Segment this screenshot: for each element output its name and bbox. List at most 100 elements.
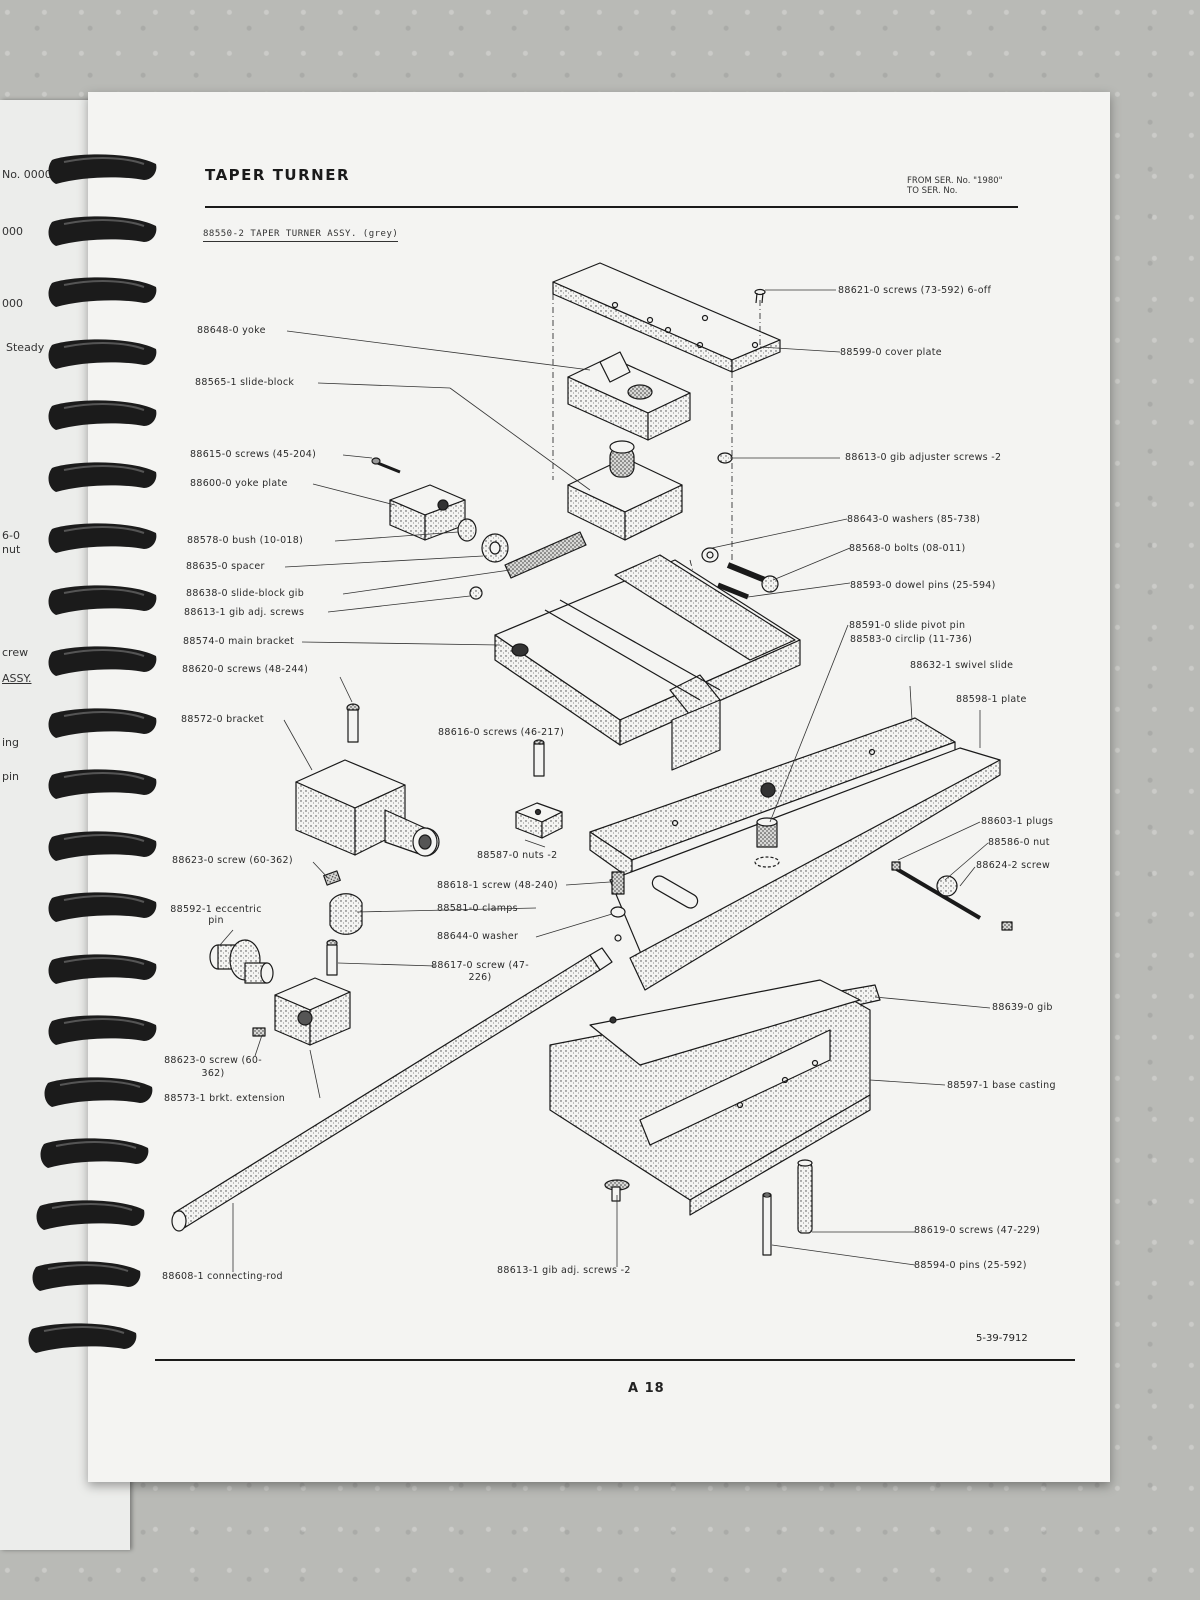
slide-block-drawing bbox=[567, 440, 683, 541]
part-label-base-casting: 88597-1 base casting bbox=[947, 1080, 1056, 1091]
pins-25-592-drawing bbox=[762, 1192, 772, 1256]
part-label-circlip: 88583-0 circlip (11-736) bbox=[850, 634, 973, 645]
part-label-pins-25-592: 88594-0 pins (25-592) bbox=[914, 1260, 1027, 1271]
serial-range: FROM SER. No. "1980" TO SER. No. bbox=[907, 176, 1003, 196]
part-label-spacer: 88635-0 spacer bbox=[186, 561, 265, 572]
part-label-screw-48-240: 88618-1 screw (48-240) bbox=[437, 880, 558, 891]
serial-to: TO SER. No. bbox=[907, 186, 958, 196]
part-label-gib-adj-screws-bottom: 88613-1 gib adj. screws -2 bbox=[497, 1265, 631, 1276]
part-label-screws-46-217: 88616-0 screws (46-217) bbox=[438, 727, 565, 738]
binding-ring bbox=[44, 950, 162, 988]
bush-drawing bbox=[457, 518, 477, 542]
part-label-slide-pivot-pin: 88591-0 slide pivot pin bbox=[849, 620, 966, 631]
part-label-screws-48-244: 88620-0 screws (48-244) bbox=[182, 664, 309, 675]
part-label-connecting-rod: 88608-1 connecting-rod bbox=[162, 1271, 283, 1282]
binding-ring bbox=[44, 888, 162, 926]
yoke-plate-drawing bbox=[389, 484, 466, 541]
part-label-gib: 88639-0 gib bbox=[992, 1002, 1053, 1013]
nut-drawing bbox=[515, 802, 563, 839]
part-label-washer: 88644-0 washer bbox=[437, 931, 519, 942]
footer-rule bbox=[155, 1359, 1075, 1361]
part-label-bracket: 88572-0 bracket bbox=[181, 714, 264, 725]
part-label-bolts: 88568-0 bolts (08-011) bbox=[849, 543, 966, 554]
part-label-eccentric-pin: 88592-1 eccentric pin bbox=[170, 904, 262, 926]
binding-ring bbox=[44, 1011, 162, 1049]
header-rule bbox=[205, 206, 1018, 208]
binding-ring bbox=[44, 335, 162, 373]
binding-ring bbox=[28, 1257, 146, 1295]
part-label-washers: 88643-0 washers (85-738) bbox=[847, 514, 981, 525]
clamp-drawing bbox=[329, 893, 363, 935]
binding-ring bbox=[44, 642, 162, 680]
binding-ring bbox=[44, 458, 162, 496]
part-label-dowel-pins: 88593-0 dowel pins (25-594) bbox=[850, 580, 996, 591]
binding-ring bbox=[44, 704, 162, 742]
left-page-fragment: crew bbox=[2, 646, 29, 659]
part-label-nuts: 88587-0 nuts -2 bbox=[477, 850, 558, 861]
screw-45-204-drawing bbox=[371, 457, 401, 474]
serial-from: FROM SER. No. "1980" bbox=[907, 176, 1003, 186]
part-label-slide-block: 88565-1 slide-block bbox=[195, 377, 295, 388]
binding-ring bbox=[44, 396, 162, 434]
part-label-bush: 88578-0 bush (10-018) bbox=[187, 535, 304, 546]
yoke-drawing bbox=[567, 351, 691, 441]
bracket-drawing bbox=[295, 759, 440, 857]
binding-ring bbox=[44, 150, 162, 188]
binding-ring bbox=[44, 273, 162, 311]
binding-ring bbox=[24, 1319, 142, 1357]
left-page-fragment: ing bbox=[2, 736, 20, 749]
screw-47-229-drawing bbox=[797, 1159, 813, 1234]
binding-ring bbox=[44, 827, 162, 865]
spiral-binding bbox=[28, 150, 164, 1390]
page-title: TAPER TURNER bbox=[205, 166, 351, 184]
part-label-bracket-extension: 88573-1 brkt. extension bbox=[164, 1093, 286, 1104]
gib-adj-screw-drawing bbox=[469, 586, 483, 600]
part-label-plate: 88598-1 plate bbox=[956, 694, 1027, 705]
screw-47-226-drawing bbox=[326, 939, 338, 976]
part-label-clamps: 88581-0 clamps bbox=[437, 903, 518, 914]
binding-ring bbox=[44, 581, 162, 619]
screw-48-244-drawing bbox=[346, 703, 360, 743]
part-label-plugs: 88603-1 plugs bbox=[981, 816, 1054, 827]
left-page-fragment: nut bbox=[2, 543, 21, 556]
binding-ring bbox=[40, 1073, 158, 1111]
part-label-screw-60-362-lower: 88623-0 screw (60-362) bbox=[164, 1055, 262, 1079]
base-casting-drawing bbox=[549, 979, 871, 1216]
part-label-screw-88624: 88624-2 screw bbox=[976, 860, 1051, 871]
screw-46-217-drawing bbox=[533, 739, 545, 777]
left-page-fragment: 000 bbox=[2, 297, 23, 310]
plate-drawing bbox=[609, 747, 1001, 991]
screw-88624-drawing bbox=[891, 861, 1013, 931]
part-label-nut: 88586-0 nut bbox=[988, 837, 1050, 848]
part-label-screws-47-229: 88619-0 screws (47-229) bbox=[914, 1225, 1041, 1236]
part-label-main-bracket: 88574-0 main bracket bbox=[183, 636, 295, 647]
part-label-swivel-slide: 88632-1 swivel slide bbox=[910, 660, 1014, 671]
binding-ring bbox=[44, 212, 162, 250]
document-number: 5-39-7912 bbox=[976, 1333, 1028, 1344]
part-label-gib-adjuster-screws: 88613-0 gib adjuster screws -2 bbox=[845, 452, 1002, 463]
left-page-fragment: ASSY. bbox=[2, 672, 32, 685]
part-label-screw-60-362: 88623-0 screw (60-362) bbox=[172, 855, 293, 866]
part-label-screw-47-226: 88617-0 screw (47-226) bbox=[431, 960, 529, 983]
screw-73-592-drawing bbox=[754, 288, 766, 304]
left-page-fragment: No. 00001 bbox=[2, 168, 59, 181]
binding-ring bbox=[36, 1134, 154, 1172]
left-page-fragment: 000 bbox=[2, 225, 23, 238]
part-label-yoke-plate: 88600-0 yoke plate bbox=[190, 478, 288, 489]
part-label-yoke: 88648-0 yoke bbox=[197, 325, 266, 336]
page-number: A 18 bbox=[628, 1381, 665, 1396]
left-page-fragment: Steady bbox=[6, 341, 45, 354]
part-label-gib-adj-screws: 88613-1 gib adj. screws bbox=[184, 607, 305, 618]
cover-plate-drawing bbox=[552, 262, 781, 373]
gib-adj-screw-bottom-drawing bbox=[604, 1179, 630, 1202]
eccentric-pin-drawing bbox=[209, 939, 274, 984]
part-label-screws-73-592: 88621-0 screws (73-592) 6-off bbox=[838, 285, 992, 296]
left-page-fragment: 6-0 bbox=[2, 529, 20, 542]
part-label-cover-plate: 88599-0 cover plate bbox=[840, 347, 942, 358]
pivot-pin-drawing bbox=[754, 817, 780, 868]
bracket-extension-drawing bbox=[274, 977, 351, 1046]
assembly-title: 88550-2 TAPER TURNER ASSY. (grey) bbox=[203, 229, 399, 242]
main-bracket-drawing bbox=[494, 554, 801, 771]
slide-block-gib-drawing bbox=[504, 531, 587, 579]
